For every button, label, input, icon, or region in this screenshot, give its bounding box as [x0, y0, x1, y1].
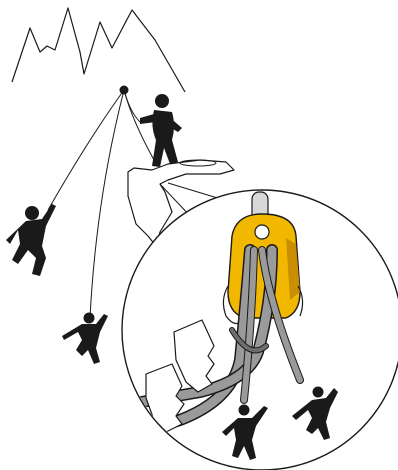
climber-silhouette-icon: [6, 204, 56, 276]
anchor-point-icon: [120, 86, 129, 95]
detail-inset: [120, 190, 398, 470]
hanging-climber-silhouette-icon: [62, 313, 108, 365]
mountain-peaks-icon: [12, 8, 185, 92]
